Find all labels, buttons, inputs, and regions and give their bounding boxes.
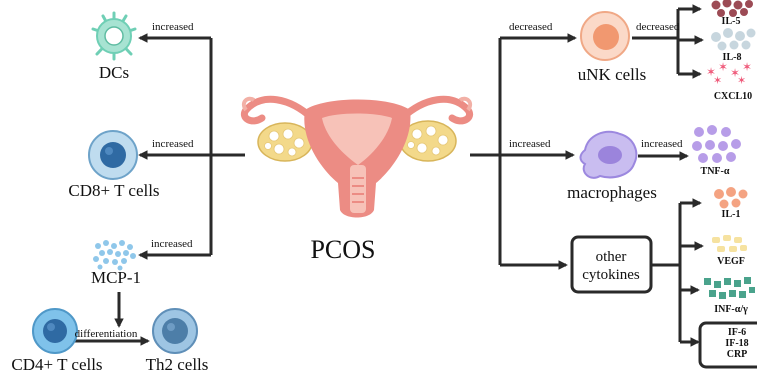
th2-cell-icon <box>153 309 197 353</box>
vegf-label: VEGF <box>717 256 745 267</box>
cd8-label: CD8+ T cells <box>68 181 159 200</box>
th2-label: Th2 cells <box>146 355 209 374</box>
unk-out-edge-label: decreased <box>636 21 680 33</box>
mcp1-dots-icon <box>93 240 136 271</box>
crp-label: CRP <box>727 349 748 360</box>
cxcl10-icon: ✶ ✶ ✶ ✶ ✶ ✶ <box>706 60 752 87</box>
macro-in-edge-label: increased <box>509 138 551 150</box>
il1-icon <box>714 187 748 209</box>
il5-icon <box>712 0 754 17</box>
unk-cell-icon <box>581 12 629 60</box>
uterus-illustration <box>244 99 470 218</box>
il8-label: IL-8 <box>723 52 742 63</box>
tnf-icon <box>692 125 741 163</box>
il1-label: IL-1 <box>722 209 741 220</box>
mcp1-label: MCP-1 <box>91 268 141 287</box>
unk-in-edge-label: decreased <box>509 21 553 33</box>
dcs-label: DCs <box>99 63 129 82</box>
differentiation-label: differentiation <box>75 328 138 340</box>
other-cytokines-label-line1: other <box>596 249 627 265</box>
cxcl10-label: CXCL10 <box>714 91 752 102</box>
cd8-cell-icon <box>89 131 137 179</box>
tnf-label: TNF-α <box>701 166 730 177</box>
svg-text:✶: ✶ <box>742 60 752 74</box>
il8-icon <box>711 28 756 51</box>
macrophages-label: macrophages <box>567 183 657 202</box>
macro-out-edge-label: increased <box>641 138 683 150</box>
dcs-edge-label: increased <box>152 21 194 33</box>
pcos-label: PCOS <box>310 235 375 264</box>
inf-icon <box>704 277 755 299</box>
il5-label: IL-5 <box>722 16 741 27</box>
other-cytokines-label-line2: cytokines <box>582 267 640 283</box>
cd4-cell-icon <box>33 309 77 353</box>
if18-label: IF-18 <box>725 338 748 349</box>
cd4-label: CD4+ T cells <box>11 355 102 374</box>
svg-text:✶: ✶ <box>737 74 746 87</box>
svg-text:✶: ✶ <box>713 74 722 87</box>
mcp1-edge-label: increased <box>151 238 193 250</box>
vegf-icon <box>712 235 747 252</box>
cd8-edge-label: increased <box>152 138 194 150</box>
if6-label: IF-6 <box>728 327 746 338</box>
macrophage-cell-icon <box>580 132 636 178</box>
unk-label: uNK cells <box>578 65 646 84</box>
dc-cell-icon <box>93 13 135 59</box>
inf-label: INF-α/γ <box>714 304 748 315</box>
